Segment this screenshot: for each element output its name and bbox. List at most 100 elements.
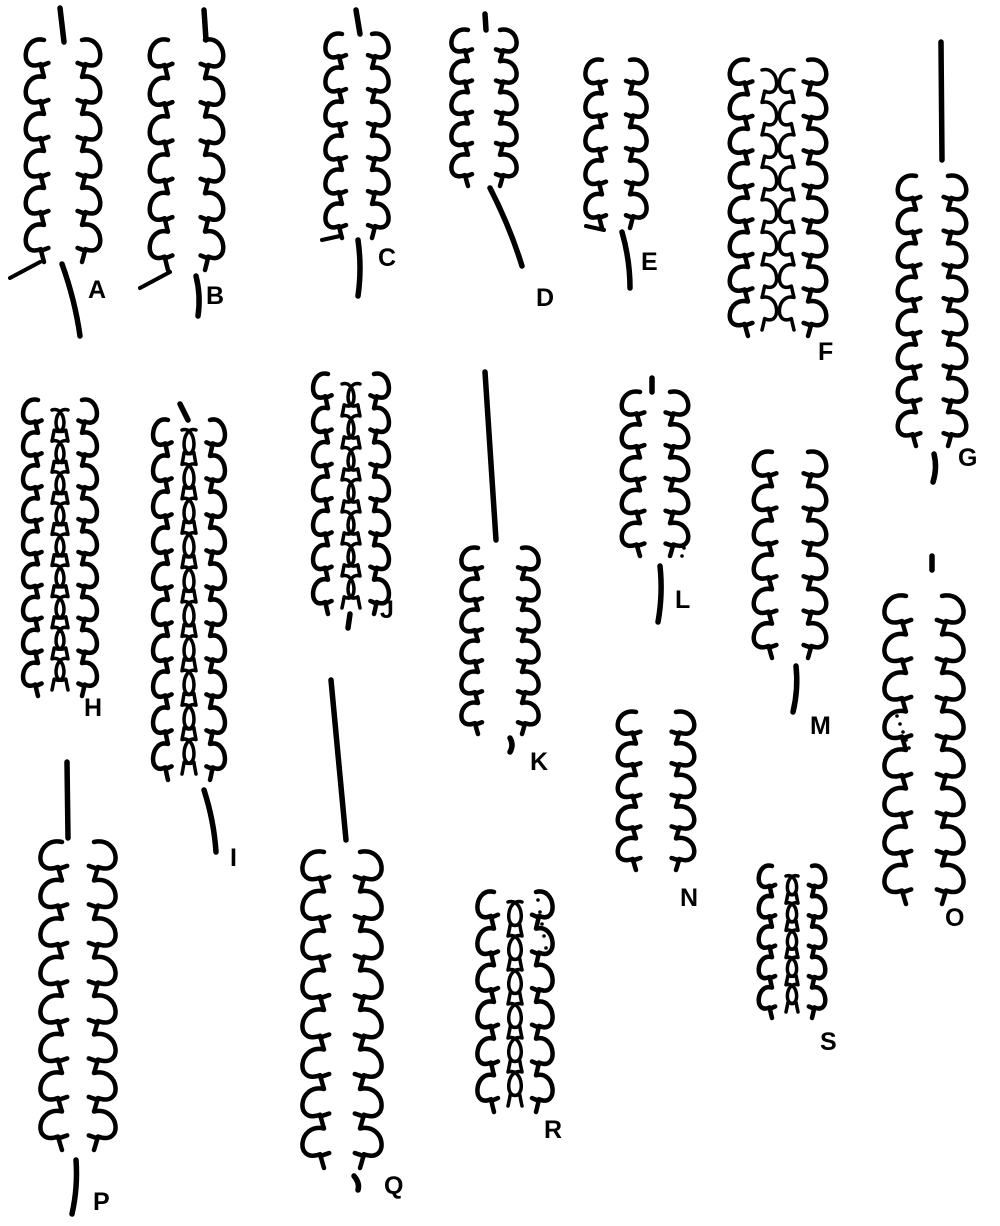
thecae-right [808, 59, 826, 336]
sicula [204, 790, 216, 852]
thecae-right [536, 891, 553, 1112]
label-e: E [641, 248, 658, 276]
dot [542, 934, 546, 938]
thecae-right [360, 851, 382, 1168]
sicula [622, 232, 630, 288]
inner-thecae [508, 901, 522, 1106]
thecae-left [477, 891, 494, 1112]
label-d: D [536, 284, 554, 312]
thecae-left [754, 451, 772, 658]
nema [348, 614, 350, 628]
virgella-spine [140, 272, 170, 288]
dot [895, 714, 899, 718]
label-i: I [230, 844, 237, 872]
label-j: J [380, 596, 394, 624]
specimen-s [759, 866, 826, 1018]
thecae-left [150, 39, 168, 270]
specimen-p [40, 762, 115, 1214]
specimen-n [618, 712, 694, 870]
sicula [62, 264, 80, 336]
inner-thecae [342, 384, 360, 608]
specimen-m [754, 451, 826, 712]
aperture-notches [41, 63, 86, 251]
nema [331, 680, 346, 840]
aperture-notches [339, 55, 375, 228]
aperture-notches [320, 876, 364, 1156]
specimen-b [140, 10, 223, 316]
virgella-spine [322, 236, 340, 240]
thecae-right [82, 39, 100, 262]
inner-thecae [786, 876, 798, 1012]
label-a: A [88, 276, 106, 304]
sicula [490, 188, 522, 266]
sicula [658, 566, 661, 622]
label-o: O [945, 904, 964, 932]
nema [356, 10, 360, 34]
dot [898, 722, 902, 726]
nema [67, 762, 68, 838]
specimen-j [313, 373, 389, 628]
sicula [933, 454, 936, 482]
sicula [354, 1176, 359, 1190]
specimen-f [730, 59, 826, 336]
thecae-left [153, 419, 168, 780]
label-s: S [820, 1028, 837, 1056]
label-b: B [206, 282, 224, 310]
thecae-right [808, 451, 826, 658]
thecae-left [313, 373, 328, 614]
thecae-right [205, 39, 223, 270]
thecae-right [210, 419, 225, 780]
dot [540, 922, 544, 926]
virgella-spine [10, 262, 40, 278]
dot [682, 546, 686, 550]
label-q: Q [384, 1172, 403, 1200]
specimen-h [23, 400, 97, 696]
label-k: K [530, 748, 548, 776]
thecae-right [374, 373, 389, 614]
thecae-left [325, 33, 342, 238]
aperture-notches [475, 567, 525, 724]
specimen-d [451, 14, 522, 266]
aperture-notches [599, 81, 633, 218]
dot [904, 738, 908, 742]
sicula [793, 666, 797, 712]
dot [901, 730, 905, 734]
thecae-left [302, 851, 324, 1168]
specimen-r [477, 891, 552, 1112]
aperture-notches [165, 64, 209, 259]
aperture-notches [633, 732, 680, 861]
nema [485, 14, 486, 30]
aperture-notches [769, 473, 812, 647]
thecae-right [522, 548, 539, 734]
thecae-right [372, 33, 389, 238]
nema [204, 10, 206, 40]
sicula [510, 738, 512, 752]
aperture-notches [637, 412, 674, 546]
specimen-a [10, 8, 100, 336]
nema [180, 404, 188, 420]
specimen-g [898, 42, 966, 482]
nema [485, 372, 496, 540]
dot [907, 746, 911, 750]
thecae-left [26, 39, 44, 262]
thecae-left [884, 595, 906, 904]
thecae-right [942, 595, 964, 904]
label-c: C [378, 244, 396, 272]
specimen-q [302, 680, 381, 1190]
label-p: P [93, 1188, 110, 1216]
label-g: G [958, 444, 977, 472]
thecae-right [948, 176, 966, 446]
thecae-right [94, 841, 116, 1150]
label-m: M [810, 712, 831, 740]
aperture-notches [913, 197, 952, 436]
nema [60, 8, 64, 42]
thecae-left [898, 176, 916, 446]
specimen-o [884, 556, 963, 904]
label-n: N [680, 884, 698, 912]
aperture-notches [58, 866, 98, 1139]
sicula [358, 240, 360, 296]
nema [941, 42, 942, 160]
label-r: R [544, 1116, 562, 1144]
dot [538, 910, 542, 914]
